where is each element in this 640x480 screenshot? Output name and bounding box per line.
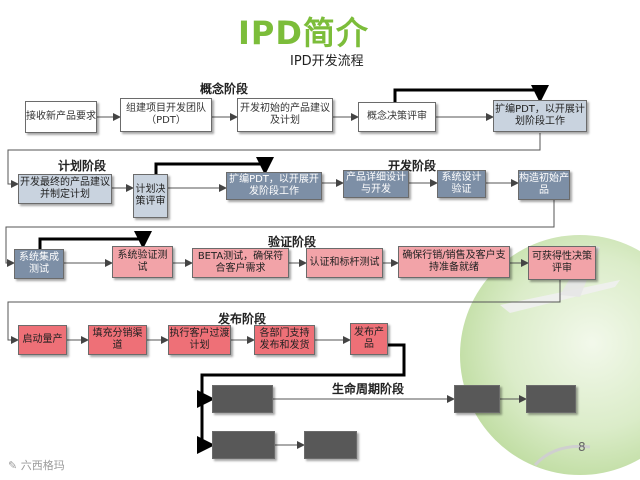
- flow-box: 计划决策评审: [133, 174, 168, 218]
- flow-box: 执行客户过渡计划: [168, 325, 231, 355]
- phase-label-lifecycle: 生命周期阶段: [332, 380, 404, 397]
- flow-box: 扩编PDT，以开展计划阶段工作: [493, 100, 587, 132]
- watermark: ✎ 六西格玛: [8, 457, 65, 473]
- flow-box-dark: [212, 385, 273, 413]
- flow-box-dark: [212, 431, 275, 459]
- flow-box: 系统设计验证: [437, 170, 486, 198]
- flow-box: 扩编PDT，以开展开发阶段工作: [226, 172, 322, 200]
- flow-box: 概念决策评审: [358, 102, 436, 132]
- flow-box: 可获得性决策评审: [528, 246, 596, 280]
- watermark-icon: ✎: [8, 459, 21, 472]
- flow-box: 系统验证测试: [112, 246, 173, 278]
- flow-box: 系统集成测试: [14, 249, 64, 279]
- flow-box: 构造初始产品: [518, 170, 570, 200]
- phase-label-concept: 概念阶段: [200, 80, 248, 97]
- flow-box-dark: [454, 385, 500, 413]
- flow-box: 开发最终的产品建议并制定计划: [18, 174, 112, 204]
- flow-box: 各部门支持发布和发货: [254, 325, 315, 355]
- flow-box: 填充分销渠道: [88, 325, 147, 355]
- flow-box: 接收新产品要求: [25, 101, 97, 133]
- flow-box-dark: [304, 431, 357, 459]
- phase-label-planning: 计划阶段: [58, 157, 106, 174]
- flow-box: BETA测试，确保符合客户需求: [192, 248, 289, 278]
- flow-box: 开发初始的产品建议及计划: [237, 98, 333, 132]
- watermark-text: 六西格玛: [21, 459, 65, 472]
- page-number: 8: [578, 440, 586, 454]
- flow-box: 产品详细设计与开发: [343, 170, 409, 198]
- flow-box: 启动量产: [18, 325, 67, 355]
- flow-box: 发布产品: [350, 323, 388, 355]
- flow-box: 认证和标杆测试: [306, 248, 383, 278]
- flow-box-dark: [526, 385, 576, 413]
- flow-box: 组建项目开发团队（PDT）: [120, 98, 212, 132]
- flow-box: 确保行销/销售及客户支持准备就绪: [398, 246, 510, 278]
